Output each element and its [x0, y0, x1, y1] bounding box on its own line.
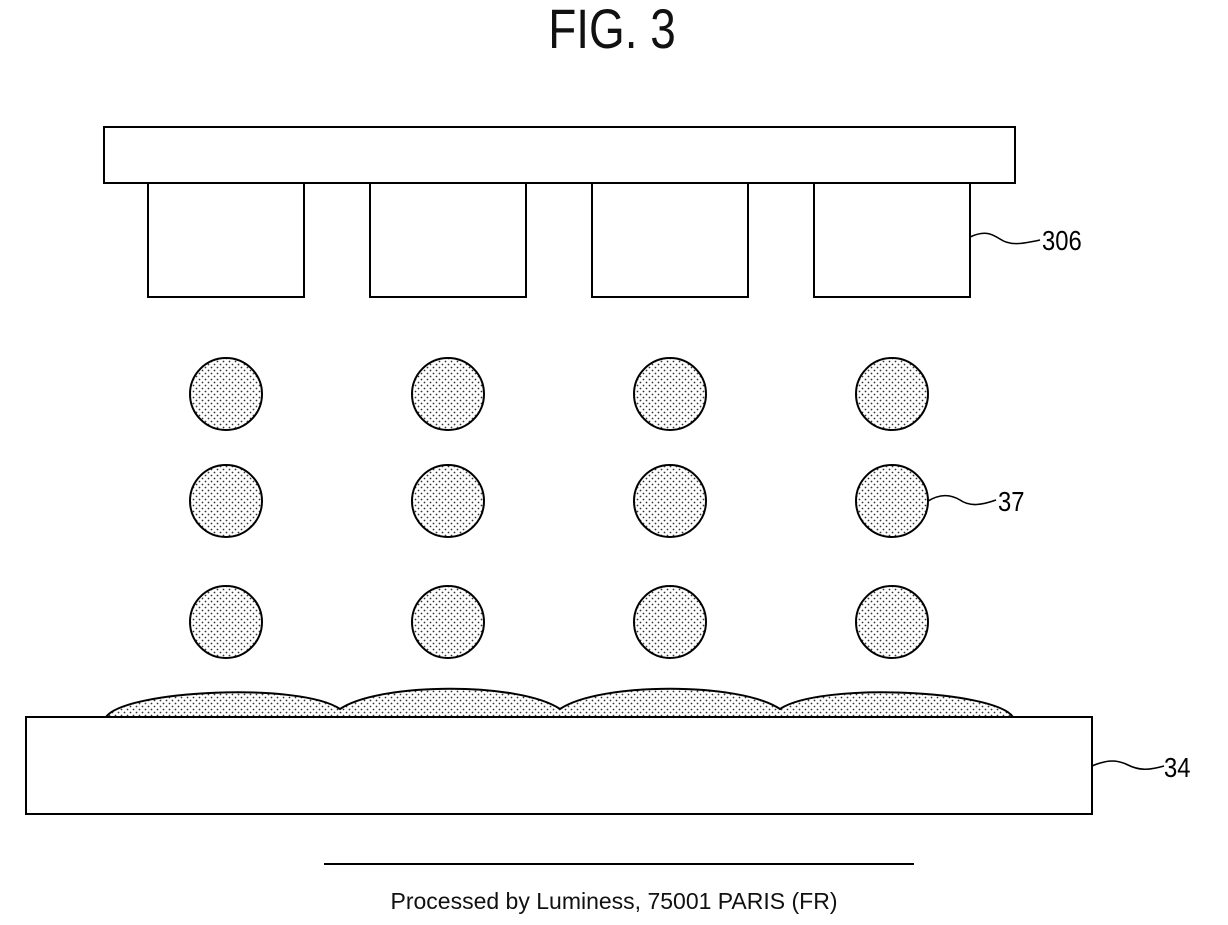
label-34: 34: [1164, 751, 1190, 783]
nozzle: [370, 183, 526, 297]
droplet: [412, 358, 484, 430]
droplet: [856, 586, 928, 658]
leader-line-306: [970, 233, 1040, 243]
nozzle: [148, 183, 304, 297]
droplet: [190, 358, 262, 430]
droplet: [190, 586, 262, 658]
leader-line-37: [928, 496, 996, 505]
droplet: [190, 465, 262, 537]
droplet: [634, 465, 706, 537]
footer-text: Processed by Luminess, 75001 PARIS (FR): [0, 888, 1228, 915]
head-plate: [104, 127, 1015, 183]
nozzle-group: [148, 183, 970, 297]
substrate: [26, 717, 1092, 814]
droplet: [412, 586, 484, 658]
figure-title: FIG. 3: [548, 0, 676, 60]
droplet: [412, 465, 484, 537]
nozzle: [814, 183, 970, 297]
droplet: [856, 465, 928, 537]
droplet-grid: [190, 358, 928, 658]
deposited-film: [106, 689, 1013, 717]
droplet: [634, 358, 706, 430]
nozzle: [592, 183, 748, 297]
label-37: 37: [998, 485, 1024, 517]
label-306: 306: [1042, 224, 1082, 256]
droplet: [634, 586, 706, 658]
droplet: [856, 358, 928, 430]
leader-line-34: [1092, 761, 1164, 769]
